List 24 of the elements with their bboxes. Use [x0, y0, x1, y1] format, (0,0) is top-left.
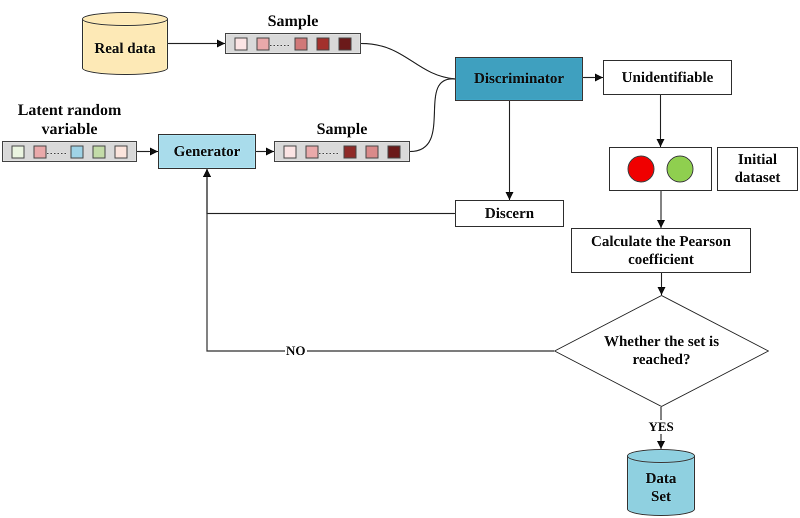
process-box: Discern — [455, 200, 564, 227]
dataset-label-box: Initial dataset — [717, 147, 798, 191]
edge-label: NO — [285, 344, 306, 358]
vector-label: Sample — [266, 12, 320, 31]
arrow — [203, 169, 554, 352]
arrow — [657, 191, 665, 228]
database-label: Data Set — [644, 470, 678, 506]
decision-text: Whether the set is reached? — [602, 333, 720, 369]
arrow — [656, 95, 664, 147]
process-box: Calculate the Pearson coefficient — [571, 228, 751, 273]
arrow — [583, 74, 603, 82]
vector-label: Sample — [316, 120, 368, 139]
arrow — [506, 101, 514, 200]
arrow — [256, 148, 274, 156]
database-label: Real data — [93, 40, 157, 58]
dataset-box — [609, 147, 712, 191]
process-box: Unidentifiable — [603, 60, 732, 95]
edge-label: YES — [648, 420, 675, 434]
discriminator-box: Discriminator — [455, 57, 583, 101]
arrow — [168, 40, 225, 48]
generator-box: Generator — [158, 134, 256, 169]
arrow — [658, 273, 666, 295]
arrow — [137, 148, 158, 156]
vector-label: Latent random variable — [16, 100, 122, 139]
